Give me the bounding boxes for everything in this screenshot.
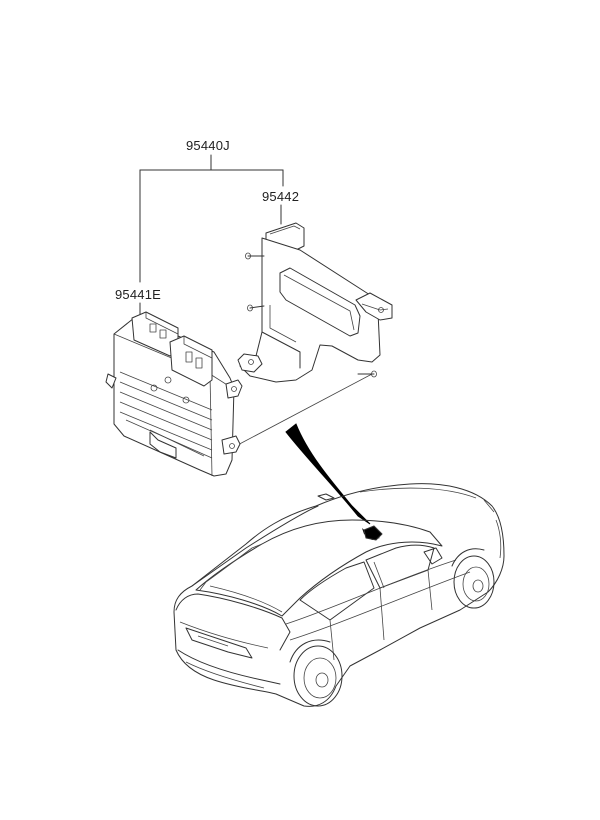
vehicle-illustration [173,483,505,707]
heatsink-fins [119,371,213,459]
ecu-part-number: 95441E [115,287,162,302]
leader-lines [139,154,373,449]
location-arrow [285,423,380,540]
assembly-part-number: 95440J [186,138,230,153]
bracket-part-number: 95442 [262,189,300,204]
ecu-module [105,311,243,477]
mounting-bracket [237,222,393,383]
